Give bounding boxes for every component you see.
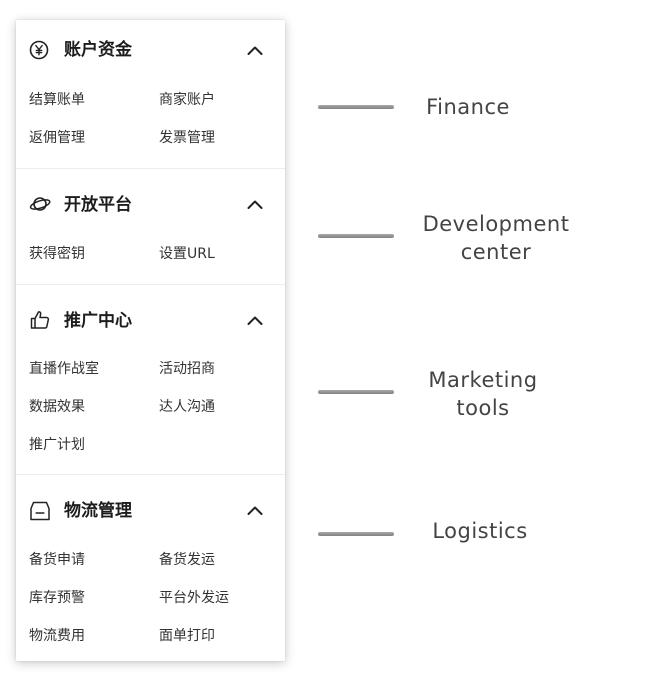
- annotation-line: Development: [422, 212, 570, 236]
- menu-item-stock-shipment[interactable]: 备货发运: [159, 552, 215, 568]
- annotation-line: center: [460, 240, 532, 264]
- annotation-line: tools: [456, 396, 510, 420]
- connector-line: [318, 390, 394, 394]
- menu-item-rebate-management[interactable]: 返佣管理: [29, 130, 85, 146]
- menu-item-external-shipment[interactable]: 平台外发运: [159, 590, 229, 606]
- section-open-platform: 开放平台 获得密钥 设置URL: [16, 168, 285, 285]
- menu-item-settlement-bill[interactable]: 结算账单: [29, 92, 85, 108]
- chevron-up-icon[interactable]: [245, 501, 265, 521]
- menu-item-logistics-fees[interactable]: 物流费用: [29, 628, 85, 644]
- section-logistics-management: 物流管理 备货申请 备货发运 库存预警 平台外发运 物流费用 面单打印: [16, 474, 285, 662]
- section-title: 开放平台: [64, 195, 132, 215]
- menu-item-live-war-room[interactable]: 直播作战室: [29, 361, 99, 377]
- section-title: 推广中心: [64, 311, 132, 331]
- annotation-line: Logistics: [432, 519, 528, 543]
- menu-item-invoice-management[interactable]: 发票管理: [159, 130, 215, 146]
- section-account-funds: 账户资金 结算账单 商家账户 返佣管理 发票管理: [16, 20, 285, 168]
- connector-line: [318, 105, 394, 109]
- annotation-logistics: Logistics: [420, 517, 540, 545]
- menu-item-data-effects[interactable]: 数据效果: [29, 399, 85, 415]
- menu-item-influencer-communication[interactable]: 达人沟通: [159, 399, 215, 415]
- menu-item-set-url[interactable]: 设置URL: [159, 246, 215, 262]
- section-title: 物流管理: [64, 501, 132, 521]
- section-header-open-platform[interactable]: 开放平台: [16, 169, 285, 223]
- annotation-finance: Finance: [412, 93, 524, 121]
- annotation-development-center: Development center: [412, 210, 580, 266]
- menu-item-get-key[interactable]: 获得密钥: [29, 246, 85, 262]
- annotation-marketing-tools: Marketing tools: [412, 366, 554, 422]
- planet-icon: [29, 193, 51, 215]
- thumbs-up-icon: [29, 309, 51, 331]
- section-title: 账户资金: [64, 40, 132, 60]
- chevron-up-icon[interactable]: [245, 311, 265, 331]
- menu-item-inventory-alert[interactable]: 库存预警: [29, 590, 85, 606]
- yen-circle-icon: [29, 40, 51, 62]
- menu-item-promotion-plan[interactable]: 推广计划: [29, 437, 85, 453]
- menu-item-event-recruitment[interactable]: 活动招商: [159, 361, 215, 377]
- menu-item-merchant-account[interactable]: 商家账户: [159, 92, 215, 108]
- connector-line: [318, 234, 394, 238]
- section-header-promotion-center[interactable]: 推广中心: [16, 285, 285, 339]
- box-minus-icon: [29, 500, 51, 522]
- connector-line: [318, 532, 394, 536]
- annotation-line: Finance: [426, 95, 510, 119]
- chevron-up-icon[interactable]: [245, 195, 265, 215]
- side-menu-panel: 账户资金 结算账单 商家账户 返佣管理 发票管理 开放平台 获得密钥 设置URL: [16, 20, 285, 661]
- menu-item-stock-request[interactable]: 备货申请: [29, 552, 85, 568]
- section-promotion-center: 推广中心 直播作战室 活动招商 数据效果 达人沟通 推广计划: [16, 284, 285, 475]
- annotation-line: Marketing: [428, 368, 538, 392]
- section-header-account-funds[interactable]: 账户资金: [16, 20, 285, 74]
- menu-item-waybill-print[interactable]: 面单打印: [159, 628, 215, 644]
- section-header-logistics-management[interactable]: 物流管理: [16, 475, 285, 529]
- chevron-up-icon[interactable]: [245, 41, 265, 61]
